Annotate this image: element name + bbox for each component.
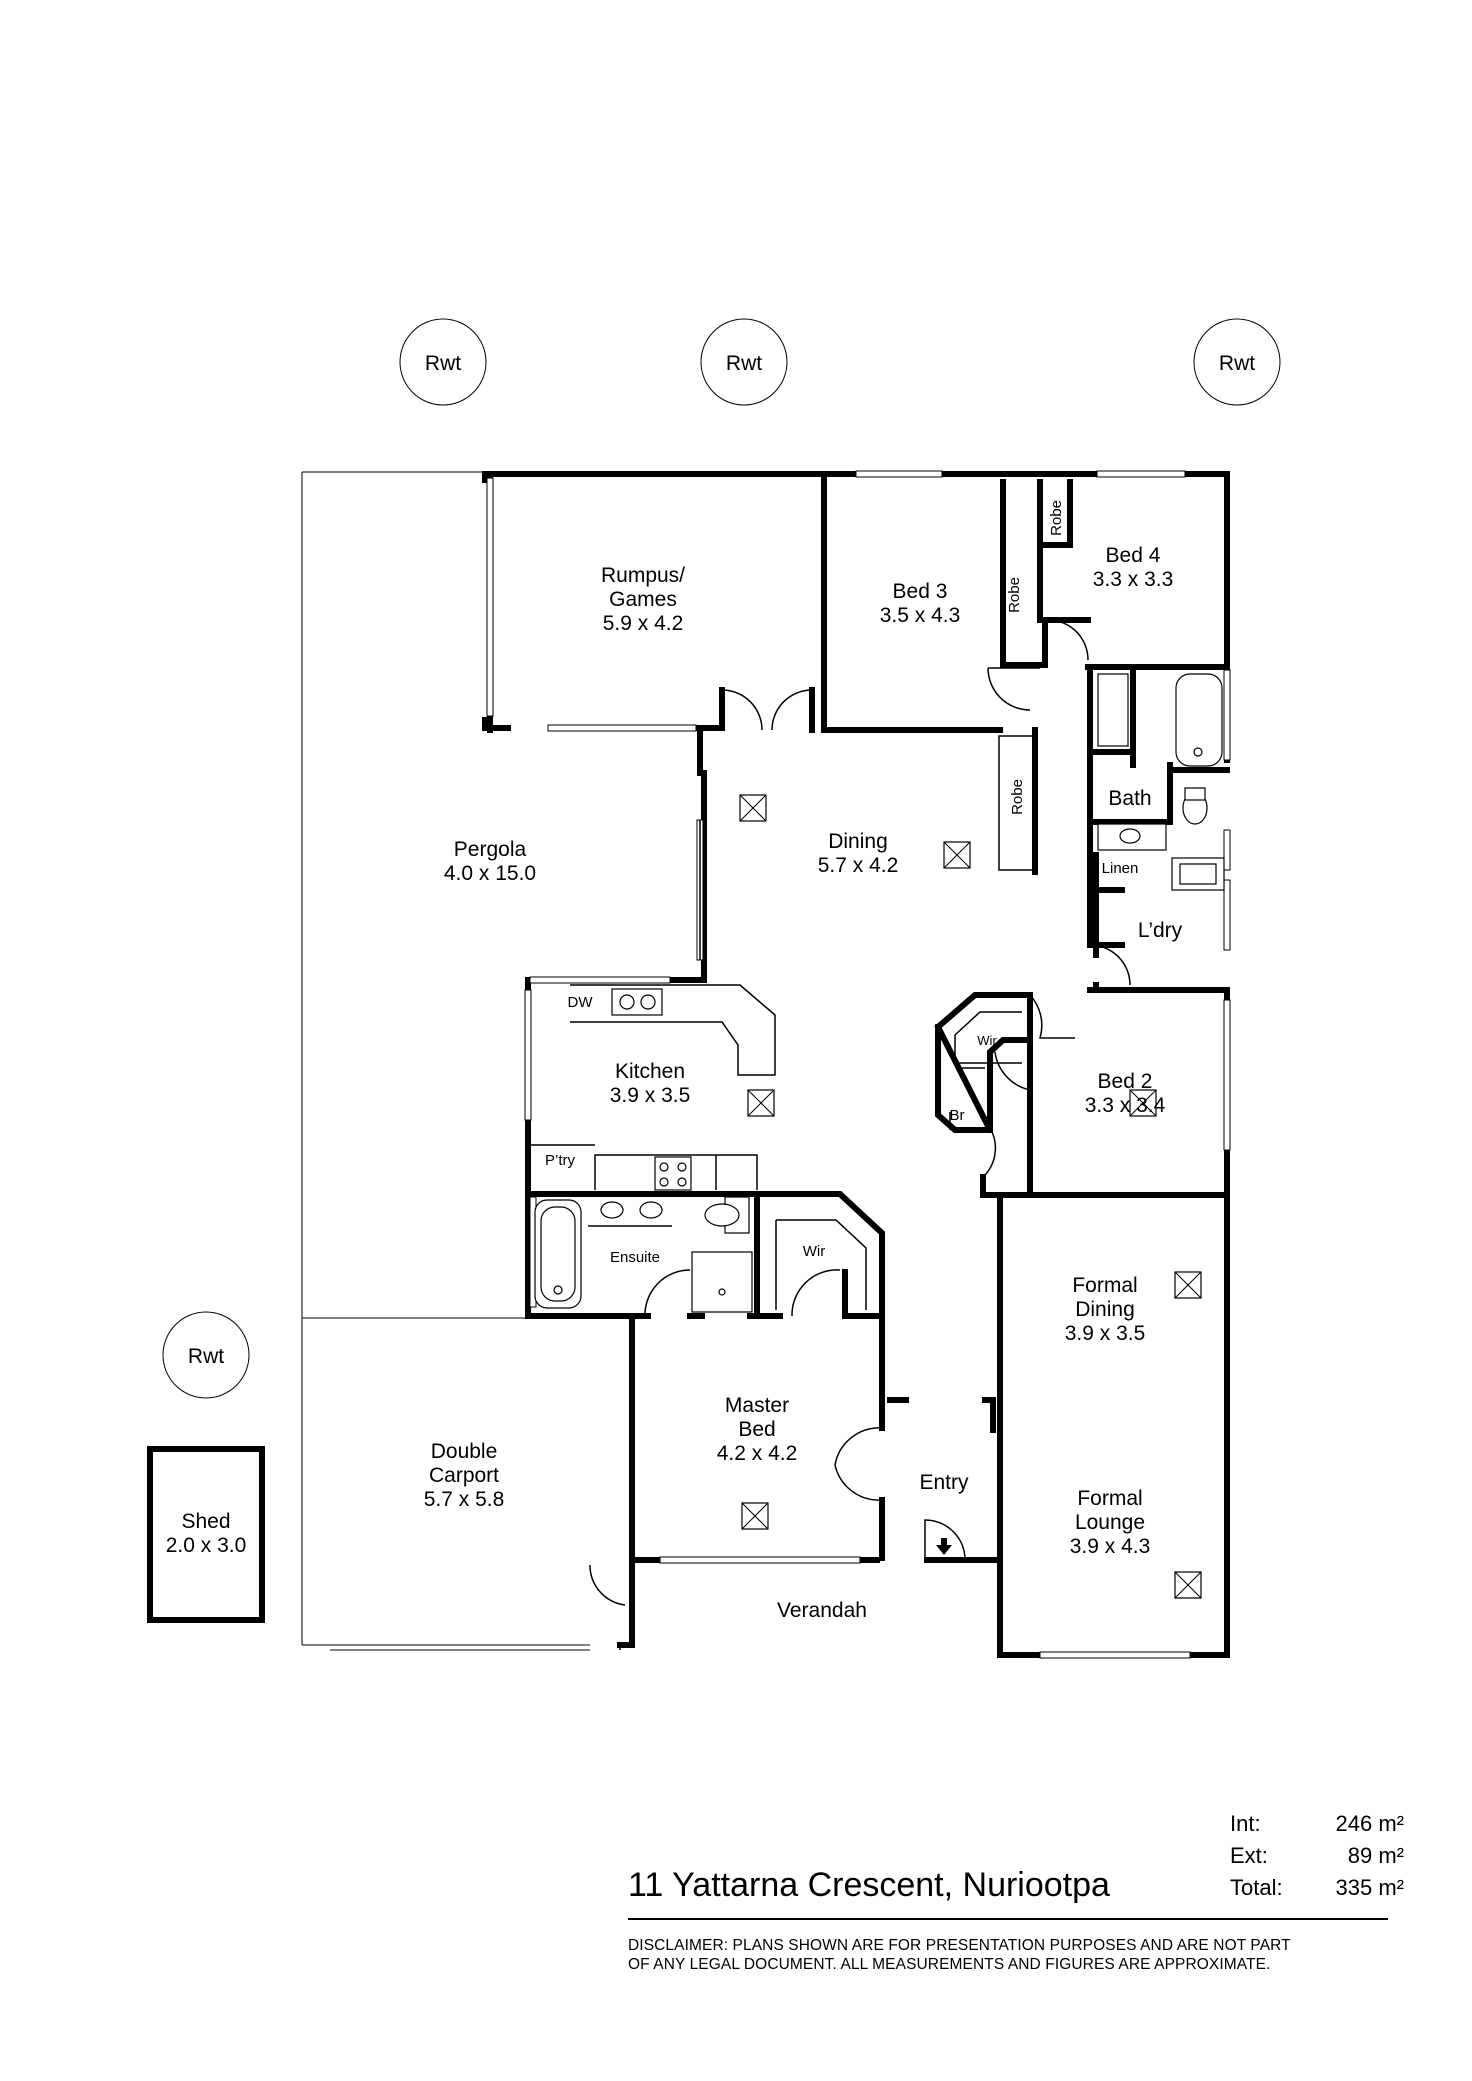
skylight-markers [739, 794, 1202, 1599]
carport-label: Double Carport 5.7 x 5.8 [424, 1440, 505, 1511]
svg-text:Double: Double [431, 1440, 498, 1463]
robe-label-2: Robe [1048, 500, 1065, 536]
svg-text:5.7 x 4.2: 5.7 x 4.2 [818, 854, 899, 877]
pergola-outline [301, 471, 632, 1651]
svg-text:Rwt: Rwt [425, 352, 461, 375]
area-summary: Int: 246 m² Ext: 89 m² Total: 335 m² [1230, 1808, 1404, 1904]
entry-label: Entry [919, 1471, 969, 1494]
svg-text:Formal: Formal [1077, 1487, 1142, 1510]
windows [486, 470, 1231, 1659]
svg-text:3.9 x 3.5: 3.9 x 3.5 [1065, 1322, 1146, 1345]
pantry-label: P’try [545, 1152, 576, 1169]
svg-text:Rwt: Rwt [188, 1345, 224, 1368]
svg-text:Bed: Bed [738, 1418, 775, 1441]
area-row-ext: Ext: 89 m² [1230, 1840, 1404, 1872]
area-value: 246 m² [1335, 1811, 1404, 1836]
laundry-label: L’dry [1138, 919, 1183, 942]
formal-lounge-label: Formal Lounge 3.9 x 4.3 [1070, 1487, 1151, 1558]
shed: Shed 2.0 x 3.0 [147, 1446, 265, 1623]
svg-text:Formal: Formal [1072, 1274, 1137, 1297]
robe-label-3: Robe [1009, 779, 1026, 815]
svg-text:Bed 3: Bed 3 [893, 580, 948, 603]
svg-text:Pergola: Pergola [454, 838, 527, 861]
svg-text:Dining: Dining [1075, 1298, 1135, 1321]
disclaimer: DISCLAIMER: PLANS SHOWN ARE FOR PRESENTA… [628, 1936, 1408, 1974]
svg-text:4.0 x 15.0: 4.0 x 15.0 [444, 862, 536, 885]
divider [628, 1918, 1388, 1920]
exterior-walls [482, 471, 1230, 1658]
rainwater-tank-2: Rwt [700, 318, 788, 406]
ensuite-label: Ensuite [610, 1249, 660, 1266]
svg-text:Carport: Carport [429, 1464, 499, 1487]
pergola-label: Pergola 4.0 x 15.0 [444, 838, 536, 885]
property-address: 11 Yattarna Crescent, Nuriootpa [628, 1866, 1110, 1904]
svg-text:3.3 x 3.4: 3.3 x 3.4 [1085, 1094, 1166, 1117]
disclaimer-line-1: DISCLAIMER: PLANS SHOWN ARE FOR PRESENTA… [628, 1937, 1291, 1954]
wir-bed2-label: Wir [977, 1033, 997, 1048]
svg-text:3.9 x 4.3: 3.9 x 4.3 [1070, 1535, 1151, 1558]
svg-text:2.0 x 3.0: 2.0 x 3.0 [166, 1534, 247, 1557]
svg-text:Bed 4: Bed 4 [1106, 544, 1161, 567]
area-label: Int: [1230, 1811, 1261, 1836]
dw-label: DW [568, 994, 594, 1011]
wir-master-label: Wir [803, 1243, 826, 1260]
area-label: Total: [1230, 1875, 1283, 1900]
bed4-label: Bed 4 3.3 x 3.3 [1093, 544, 1174, 591]
area-row-int: Int: 246 m² [1230, 1808, 1404, 1840]
area-label: Ext: [1230, 1843, 1268, 1868]
svg-text:Master: Master [725, 1394, 789, 1417]
formal-dining-label: Formal Dining 3.9 x 3.5 [1065, 1274, 1146, 1345]
verandah-label: Verandah [777, 1599, 867, 1622]
bed3-label: Bed 3 3.5 x 4.3 [880, 580, 961, 627]
svg-text:Lounge: Lounge [1075, 1511, 1145, 1534]
svg-text:Bed 2: Bed 2 [1098, 1070, 1153, 1093]
svg-text:3.9 x 3.5: 3.9 x 3.5 [610, 1084, 691, 1107]
svg-text:Dining: Dining [828, 830, 888, 853]
disclaimer-line-2: OF ANY LEGAL DOCUMENT. ALL MEASUREMENTS … [628, 1956, 1271, 1973]
master-bed-label: Master Bed 4.2 x 4.2 [717, 1394, 798, 1465]
br-label: Br [950, 1107, 965, 1124]
svg-text:Rwt: Rwt [1219, 352, 1255, 375]
svg-text:Kitchen: Kitchen [615, 1060, 685, 1083]
area-value: 335 m² [1335, 1875, 1404, 1900]
svg-text:Games: Games [609, 588, 677, 611]
svg-text:3.5 x 4.3: 3.5 x 4.3 [880, 604, 961, 627]
area-value: 89 m² [1347, 1843, 1404, 1868]
svg-text:Shed: Shed [181, 1510, 230, 1533]
kitchen-label: Kitchen 3.9 x 3.5 [610, 1060, 691, 1107]
rainwater-tank-3: Rwt [1193, 318, 1281, 406]
room-labels: Rumpus/ Games 5.9 x 4.2 Bed 3 3.5 x 4.3 … [424, 500, 1183, 1622]
svg-text:3.3 x 3.3: 3.3 x 3.3 [1093, 568, 1174, 591]
robe-label-1: Robe [1006, 577, 1023, 613]
doors [589, 619, 1131, 1650]
area-row-total: Total: 335 m² [1230, 1872, 1404, 1904]
svg-text:Rwt: Rwt [726, 352, 762, 375]
rumpus-label: Rumpus/ Games 5.9 x 4.2 [601, 564, 685, 635]
fixtures [528, 673, 1225, 1599]
bed2-label: Bed 2 3.3 x 3.4 [1085, 1070, 1166, 1117]
rainwater-tank-1: Rwt [399, 318, 487, 406]
linen-label: Linen [1102, 860, 1139, 877]
svg-text:4.2 x 4.2: 4.2 x 4.2 [717, 1442, 798, 1465]
svg-text:5.9 x 4.2: 5.9 x 4.2 [603, 612, 684, 635]
svg-text:5.7 x 5.8: 5.7 x 5.8 [424, 1488, 505, 1511]
rainwater-tank-4: Rwt [162, 1311, 250, 1399]
bath-label: Bath [1108, 787, 1151, 810]
svg-text:Rumpus/: Rumpus/ [601, 564, 685, 587]
dining-label: Dining 5.7 x 4.2 [818, 830, 899, 877]
